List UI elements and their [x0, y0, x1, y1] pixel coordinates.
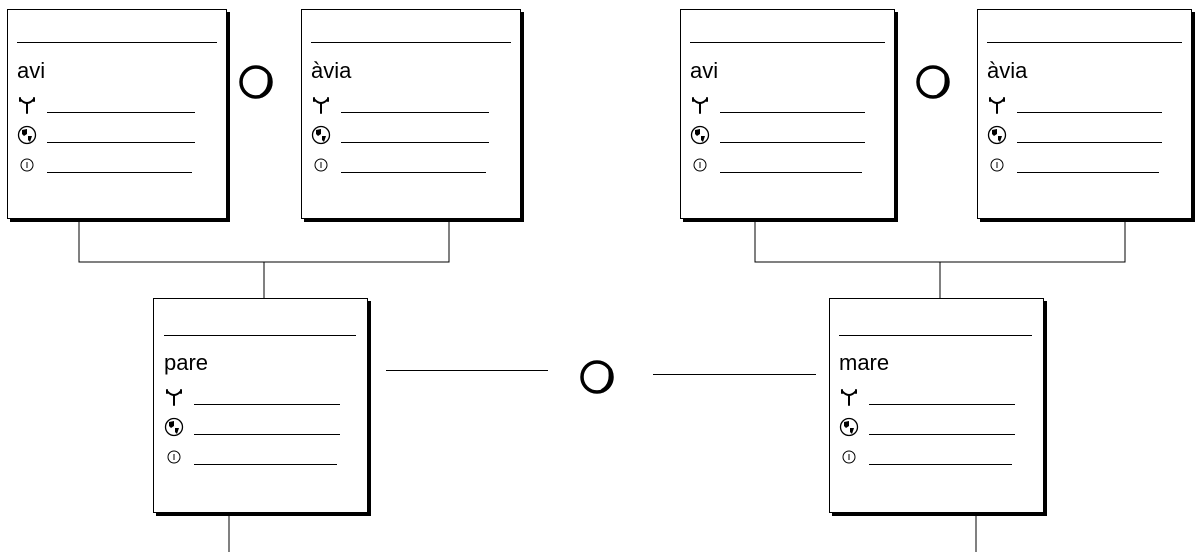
person-name: avi — [17, 58, 46, 83]
person-name: àvia — [311, 58, 352, 83]
place-row — [311, 125, 511, 145]
person-name: mare — [839, 350, 890, 375]
info-circle-icon — [842, 450, 856, 464]
union-ring-icon — [580, 360, 614, 394]
globe-icon — [987, 125, 1007, 145]
info-circle-icon — [20, 158, 34, 172]
globe-icon — [690, 125, 710, 145]
birth-date-blank[interactable] — [194, 404, 340, 405]
birth-date-blank[interactable] — [1017, 112, 1162, 113]
surname-blank[interactable] — [17, 42, 217, 43]
info-circle-icon — [167, 450, 181, 464]
right-grandparents-connector — [754, 221, 1126, 263]
surname-blank[interactable] — [311, 42, 511, 43]
birth-date-blank[interactable] — [47, 112, 195, 113]
globe-icon — [839, 417, 859, 437]
person-card-left-grandfather[interactable]: avi — [7, 9, 227, 219]
place-blank[interactable] — [47, 142, 195, 143]
birth-row — [987, 95, 1182, 115]
birth-row — [17, 95, 217, 115]
globe-icon — [164, 417, 184, 437]
place-blank[interactable] — [1017, 142, 1162, 143]
place-blank[interactable] — [869, 434, 1015, 435]
antenna-birth-icon — [313, 97, 329, 114]
place-blank[interactable] — [194, 434, 340, 435]
person-card-right-grandfather[interactable]: avi — [680, 9, 895, 219]
birth-date-blank[interactable] — [720, 112, 865, 113]
death-date-blank[interactable] — [869, 464, 1012, 465]
place-row — [164, 417, 359, 437]
birth-row — [690, 95, 885, 115]
birth-date-blank[interactable] — [341, 112, 489, 113]
death-row — [17, 155, 217, 175]
info-circle-icon — [314, 158, 328, 172]
antenna-birth-icon — [692, 97, 708, 114]
death-row — [164, 447, 359, 467]
death-row — [311, 155, 511, 175]
surname-blank[interactable] — [690, 42, 885, 43]
person-card-left-grandmother[interactable]: àvia — [301, 9, 521, 219]
place-row — [987, 125, 1182, 145]
antenna-birth-icon — [841, 389, 857, 406]
death-date-blank[interactable] — [47, 172, 192, 173]
antenna-birth-icon — [19, 97, 35, 114]
place-row — [17, 125, 217, 145]
globe-icon — [311, 125, 331, 145]
place-row — [839, 417, 1034, 437]
birth-row — [164, 387, 359, 407]
death-date-blank[interactable] — [341, 172, 486, 173]
info-circle-icon — [693, 158, 707, 172]
death-row — [690, 155, 885, 175]
person-name: àvia — [987, 58, 1028, 83]
union-ring-icon — [916, 65, 950, 99]
person-card-right-grandmother[interactable]: àvia — [977, 9, 1192, 219]
person-name: pare — [164, 350, 209, 375]
surname-blank[interactable] — [987, 42, 1182, 43]
surname-blank[interactable] — [839, 335, 1032, 336]
globe-icon — [17, 125, 37, 145]
death-row — [987, 155, 1182, 175]
antenna-birth-icon — [166, 389, 182, 406]
place-row — [690, 125, 885, 145]
death-date-blank[interactable] — [194, 464, 337, 465]
person-name: avi — [690, 58, 719, 83]
person-card-father[interactable]: pare — [153, 298, 368, 513]
death-date-blank[interactable] — [720, 172, 862, 173]
surname-blank[interactable] — [164, 335, 356, 336]
death-row — [839, 447, 1034, 467]
person-card-mother[interactable]: mare — [829, 298, 1044, 513]
birth-row — [839, 387, 1034, 407]
marriage-date-blank-left[interactable] — [386, 370, 548, 371]
marriage-date-blank-right[interactable] — [653, 374, 816, 375]
info-circle-icon — [990, 158, 1004, 172]
union-ring-icon — [239, 65, 273, 99]
birth-date-blank[interactable] — [869, 404, 1015, 405]
death-date-blank[interactable] — [1017, 172, 1159, 173]
place-blank[interactable] — [341, 142, 489, 143]
place-blank[interactable] — [720, 142, 865, 143]
birth-row — [311, 95, 511, 115]
antenna-birth-icon — [989, 97, 1005, 114]
left-grandparents-connector — [78, 221, 450, 263]
